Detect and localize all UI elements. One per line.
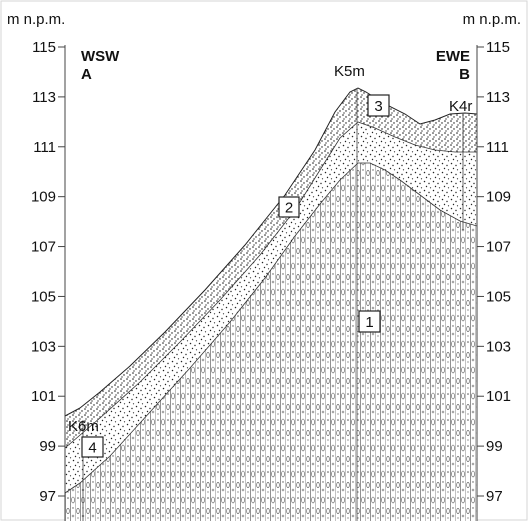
layer-1-marker: 1 — [358, 310, 381, 333]
right-axis-ticks: 115 113 111 109 107 105 103 101 99 97 — [477, 39, 511, 505]
left-tick-label: 113 — [32, 89, 56, 106]
left-direction-label: WSW — [81, 48, 120, 65]
left-tick-label: 109 — [31, 189, 56, 206]
right-tick-label: 115 — [486, 39, 510, 56]
layer-1-area — [65, 163, 477, 521]
left-tick-label: 111 — [33, 139, 56, 156]
right-direction-label: EWE — [436, 48, 470, 65]
left-point-label: A — [81, 66, 92, 83]
right-tick-label: 99 — [486, 438, 503, 455]
right-tick-label: 107 — [486, 239, 511, 256]
left-axis-ticks: 115 113 111 109 107 105 103 101 99 97 — [31, 39, 65, 505]
right-tick-label: 97 — [486, 488, 503, 505]
layer-boundary-1-2 — [65, 162, 477, 494]
left-tick-label: 101 — [31, 388, 56, 405]
geology-layers — [65, 87, 477, 521]
right-tick-label: 105 — [486, 288, 511, 305]
right-tick-label: 111 — [486, 139, 509, 156]
left-tick-label: 99 — [39, 438, 56, 455]
left-tick-label: 115 — [32, 39, 56, 56]
ground-surface-line — [65, 87, 477, 417]
left-unit-label: m n.p.m. — [7, 11, 65, 28]
layer-4-marker: 4 — [81, 436, 104, 458]
right-point-label: B — [459, 66, 470, 83]
left-tick-label: 97 — [39, 488, 56, 505]
layer-2-marker: 2 — [278, 196, 300, 218]
right-tick-label: 103 — [486, 338, 511, 355]
right-tick-label: 109 — [486, 189, 511, 206]
layer-1-number: 1 — [365, 314, 373, 331]
layer-3-number: 3 — [374, 98, 382, 115]
borehole-label-k6m: K6m — [68, 418, 99, 435]
right-tick-label: 101 — [486, 388, 511, 405]
layer-boundary-2-3 — [65, 121, 477, 449]
right-tick-label: 113 — [486, 89, 510, 106]
layer-4-number: 4 — [88, 440, 96, 457]
layer-2-number: 2 — [285, 200, 293, 217]
left-tick-label: 107 — [31, 239, 56, 256]
left-tick-label: 105 — [31, 288, 56, 305]
borehole-label-k4r: K4r — [449, 98, 472, 115]
right-unit-label: m n.p.m. — [463, 11, 521, 28]
layer-3-marker: 3 — [367, 94, 390, 117]
borehole-label-k5m: K5m — [334, 63, 365, 80]
left-tick-label: 103 — [31, 338, 56, 355]
